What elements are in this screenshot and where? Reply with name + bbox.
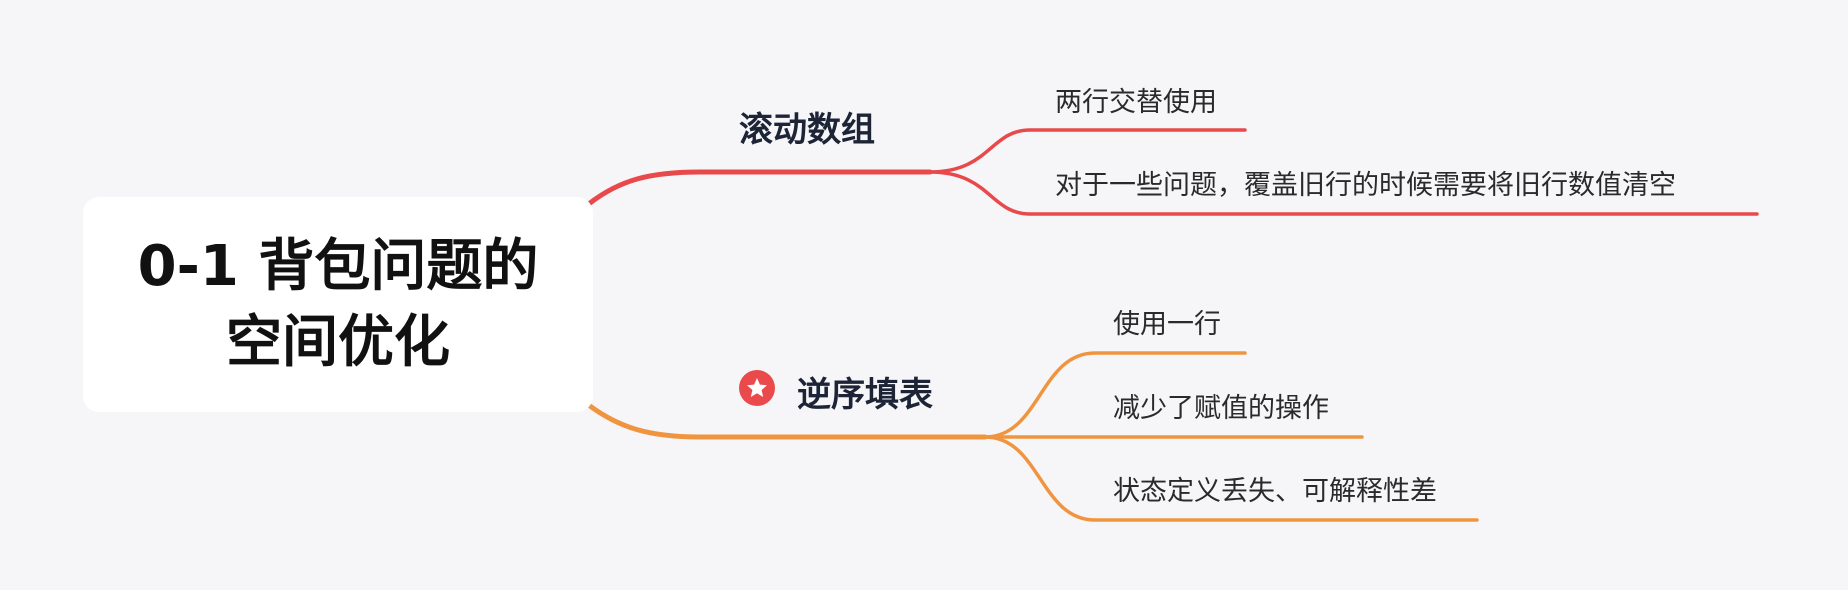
leaf-node-alternate-rows[interactable]: 两行交替使用 xyxy=(1055,87,1217,118)
star-icon xyxy=(739,370,775,406)
connector-branch-2-leaf-3 xyxy=(983,435,1479,522)
connector-branch-1-leaf-2 xyxy=(928,170,1759,216)
leaf-node-lost-interpretability[interactable]: 状态定义丢失、可解释性差 xyxy=(1113,476,1437,507)
leaf-node-fewer-assignments[interactable]: 减少了赋值的操作 xyxy=(1113,393,1329,424)
branch-node-reverse-fill[interactable]: 逆序填表 xyxy=(797,375,933,415)
star-glyph xyxy=(747,378,767,397)
connector-branch-1-leaf-1 xyxy=(928,128,1247,174)
root-node[interactable]: 0-1 背包问题的空间优化 xyxy=(83,197,593,412)
connector-root-branch-2 xyxy=(587,403,988,440)
leaf-node-single-row[interactable]: 使用一行 xyxy=(1113,309,1221,340)
connector-root-branch-1 xyxy=(587,169,933,206)
branch-node-rolling-array[interactable]: 滚动数组 xyxy=(739,110,875,150)
leaf-node-clear-old-row[interactable]: 对于一些问题，覆盖旧行的时候需要将旧行数值清空 xyxy=(1055,170,1676,201)
root-title: 0-1 背包问题的空间优化 xyxy=(137,233,539,375)
connector-branch-2-leaf-1 xyxy=(983,351,1247,439)
